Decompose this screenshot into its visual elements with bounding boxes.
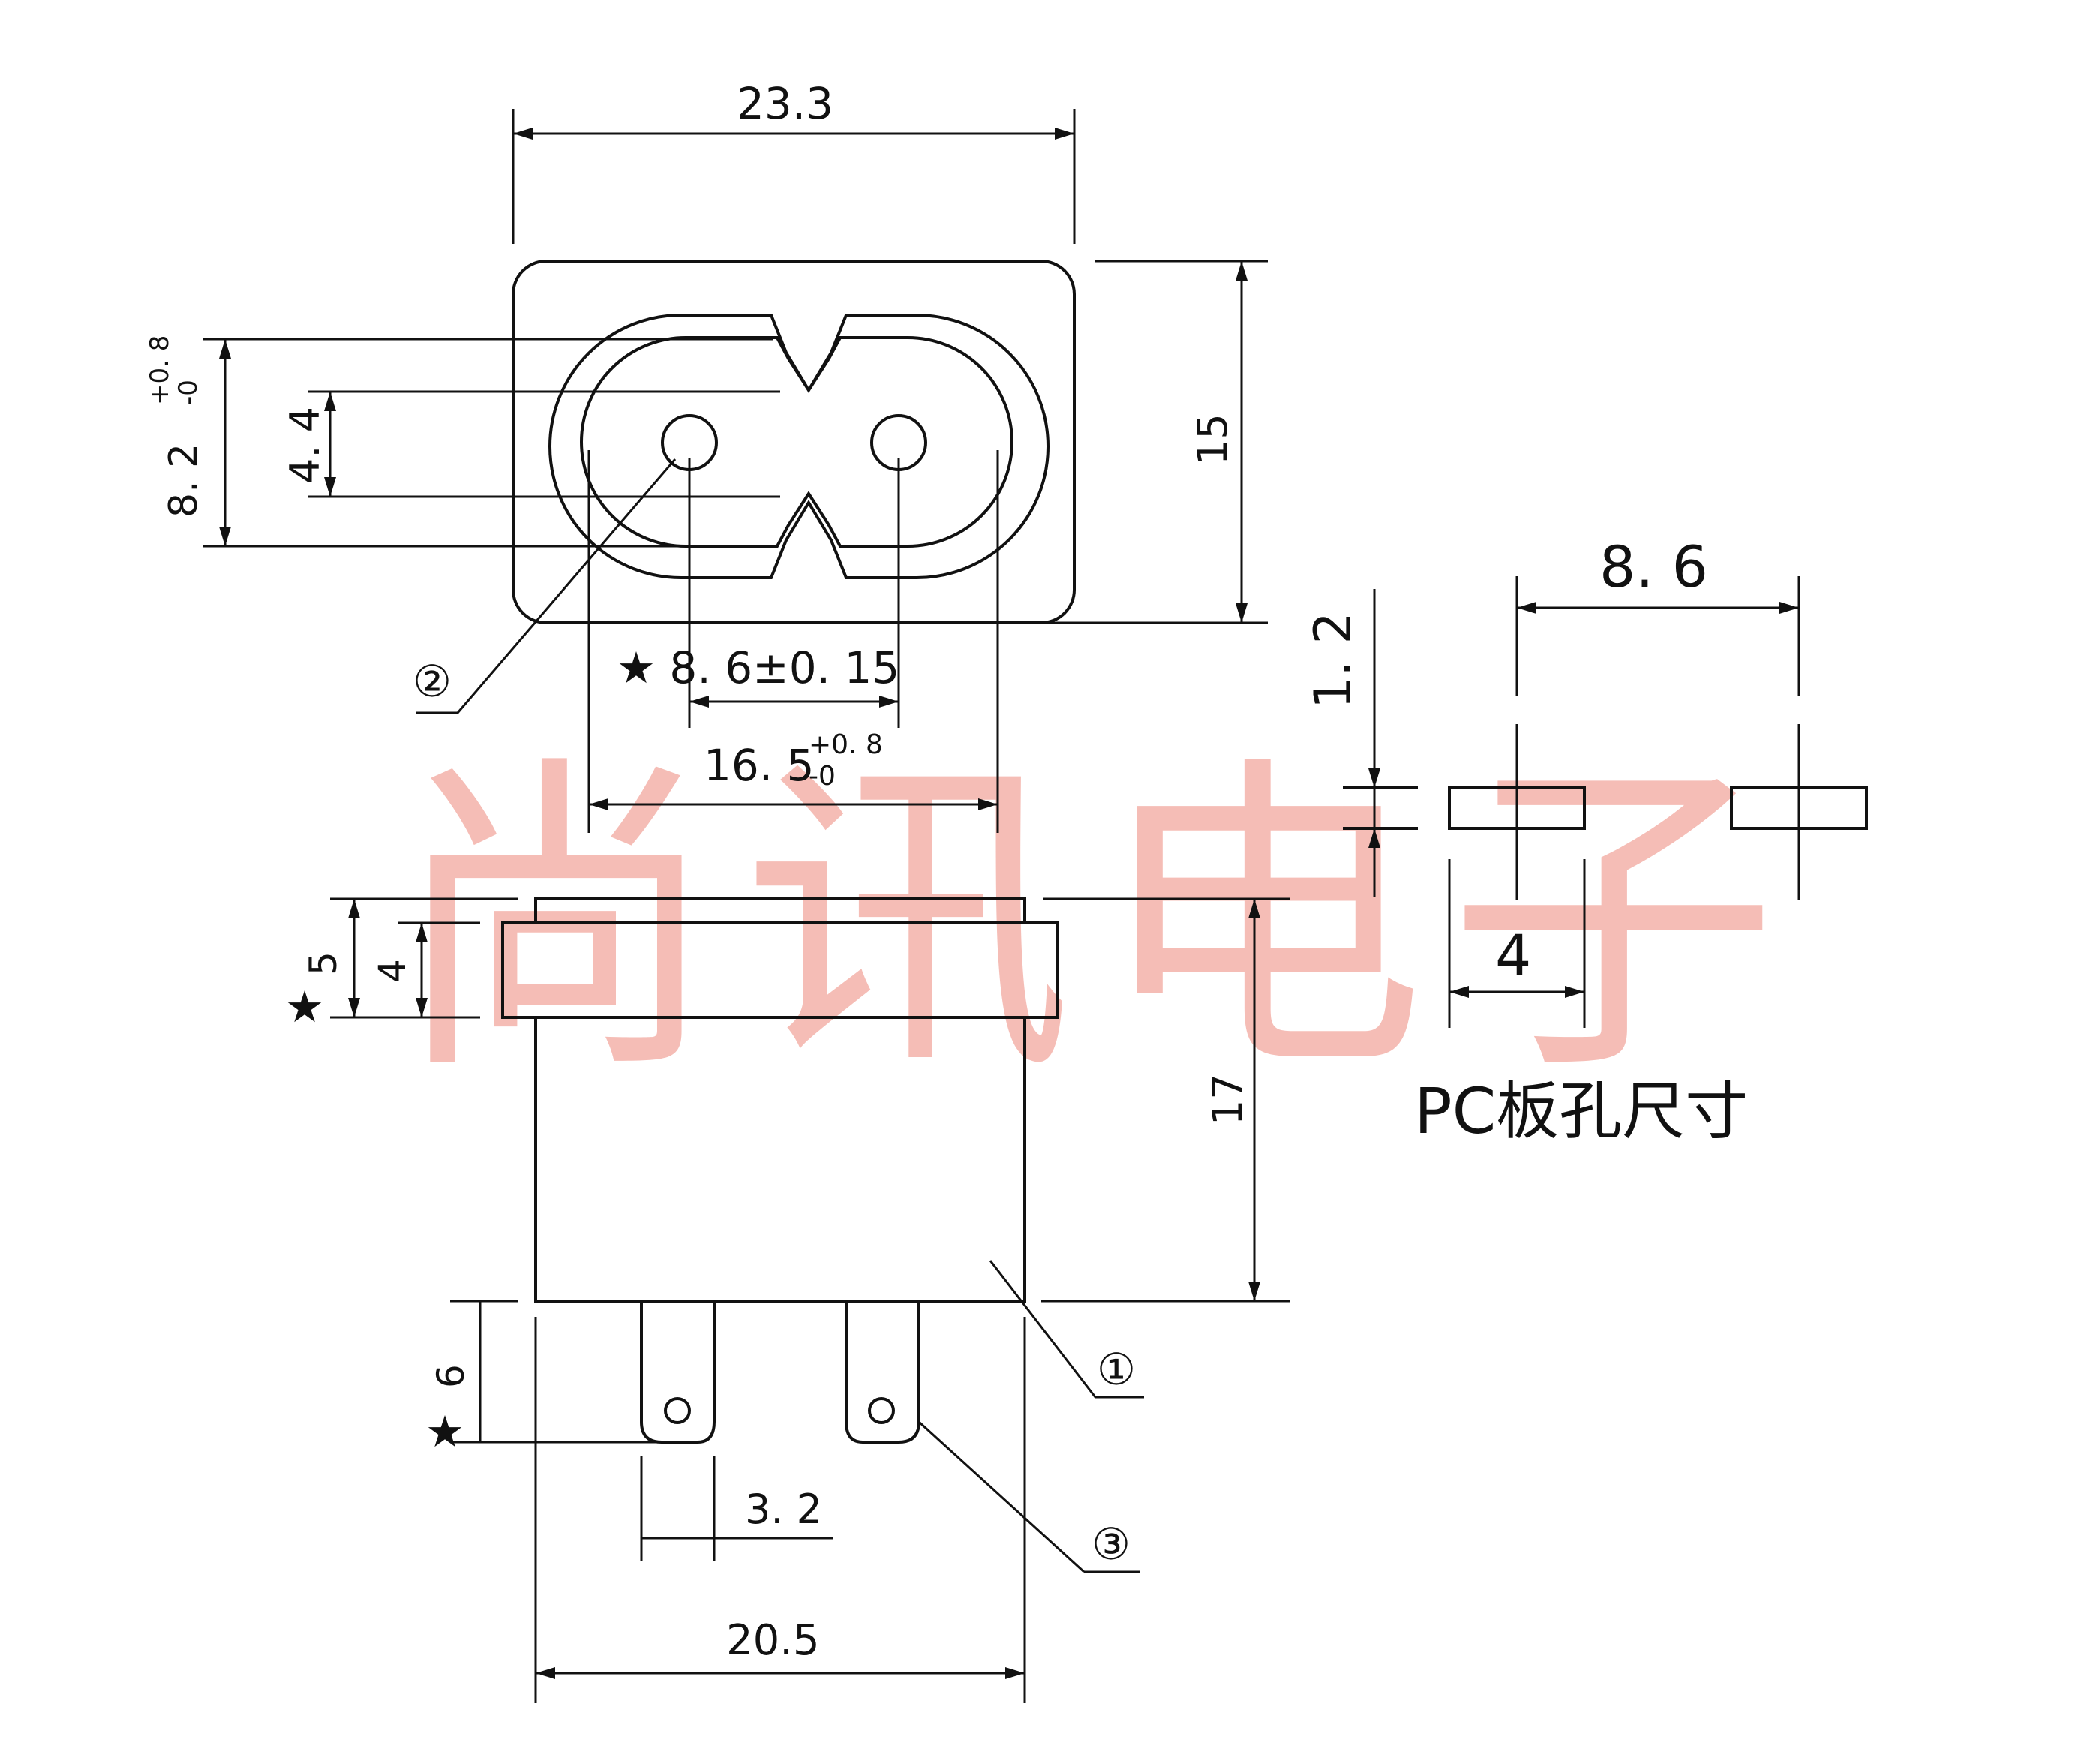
front-view: 5 ★ 4 17 ① 6 ★ 3. 2 bbox=[285, 897, 1290, 1703]
callout-2-label: ② bbox=[413, 656, 452, 707]
dim-pin-length-text: 6 bbox=[429, 1364, 473, 1388]
dim-body-width-text: 20.5 bbox=[726, 1616, 820, 1665]
top-view-outer-frame bbox=[512, 260, 1076, 624]
dim-body-height-text: 17 bbox=[1204, 1074, 1251, 1125]
dim-pcb-slot-height-text: 1. 2 bbox=[1304, 612, 1363, 709]
callout-3-leader bbox=[917, 1420, 1086, 1573]
dim-outer-height-text: 8. 2 bbox=[161, 443, 206, 518]
terminal-left-hole bbox=[664, 1397, 691, 1424]
callout-1-leader bbox=[989, 1260, 1097, 1398]
dim-flange-thick-text: 4 bbox=[371, 959, 414, 983]
dim-inner-width-tol-upper: +0. 8 bbox=[809, 729, 883, 760]
dim-pin-width-text: 3. 2 bbox=[745, 1486, 822, 1533]
dim-outer-height-tol-upper: +0. 8 bbox=[145, 335, 175, 405]
socket-outer-outline bbox=[548, 314, 1050, 579]
dim-pcb-pitch-text: 8. 6 bbox=[1599, 533, 1708, 600]
callout-3-label: ③ bbox=[1092, 1519, 1131, 1570]
dim-flange-total-text: 5 bbox=[302, 951, 345, 975]
dim-width-top-text: 23.3 bbox=[737, 78, 833, 129]
terminal-right-hole bbox=[868, 1397, 895, 1424]
dim-outer-height-tol-lower: -0 bbox=[173, 380, 203, 405]
dim-inner-width-tol-lower: -0 bbox=[809, 761, 836, 792]
dim-pin-height-text: 4. 4 bbox=[281, 407, 329, 484]
pcb-hole-title: PC板孔尺寸 bbox=[1414, 1074, 1748, 1148]
pcb-hole-detail: 1. 2 8. 6 4 PC板孔尺寸 bbox=[1304, 533, 1868, 1148]
callout-2-leader bbox=[456, 458, 677, 714]
dim-pcb-slot-width-text: 4 bbox=[1495, 922, 1531, 989]
dim-height-right-text: 15 bbox=[1189, 413, 1236, 465]
terminal-left bbox=[640, 1301, 716, 1444]
terminal-right bbox=[845, 1301, 920, 1444]
dim-pin-pitch-text: ★ 8. 6±0. 15 bbox=[617, 642, 899, 693]
callout-1-label: ① bbox=[1097, 1344, 1136, 1395]
front-body bbox=[534, 1016, 1026, 1303]
star-mark-pin: ★ bbox=[425, 1406, 464, 1457]
dim-inner-width-text: 16. 5 bbox=[704, 740, 815, 791]
star-mark-flange: ★ bbox=[285, 981, 324, 1032]
socket-inner-outline bbox=[580, 336, 1013, 548]
top-view: 8. 2 +0. 8 -0 4. 4 23.3 15 ★ bbox=[145, 78, 1268, 833]
